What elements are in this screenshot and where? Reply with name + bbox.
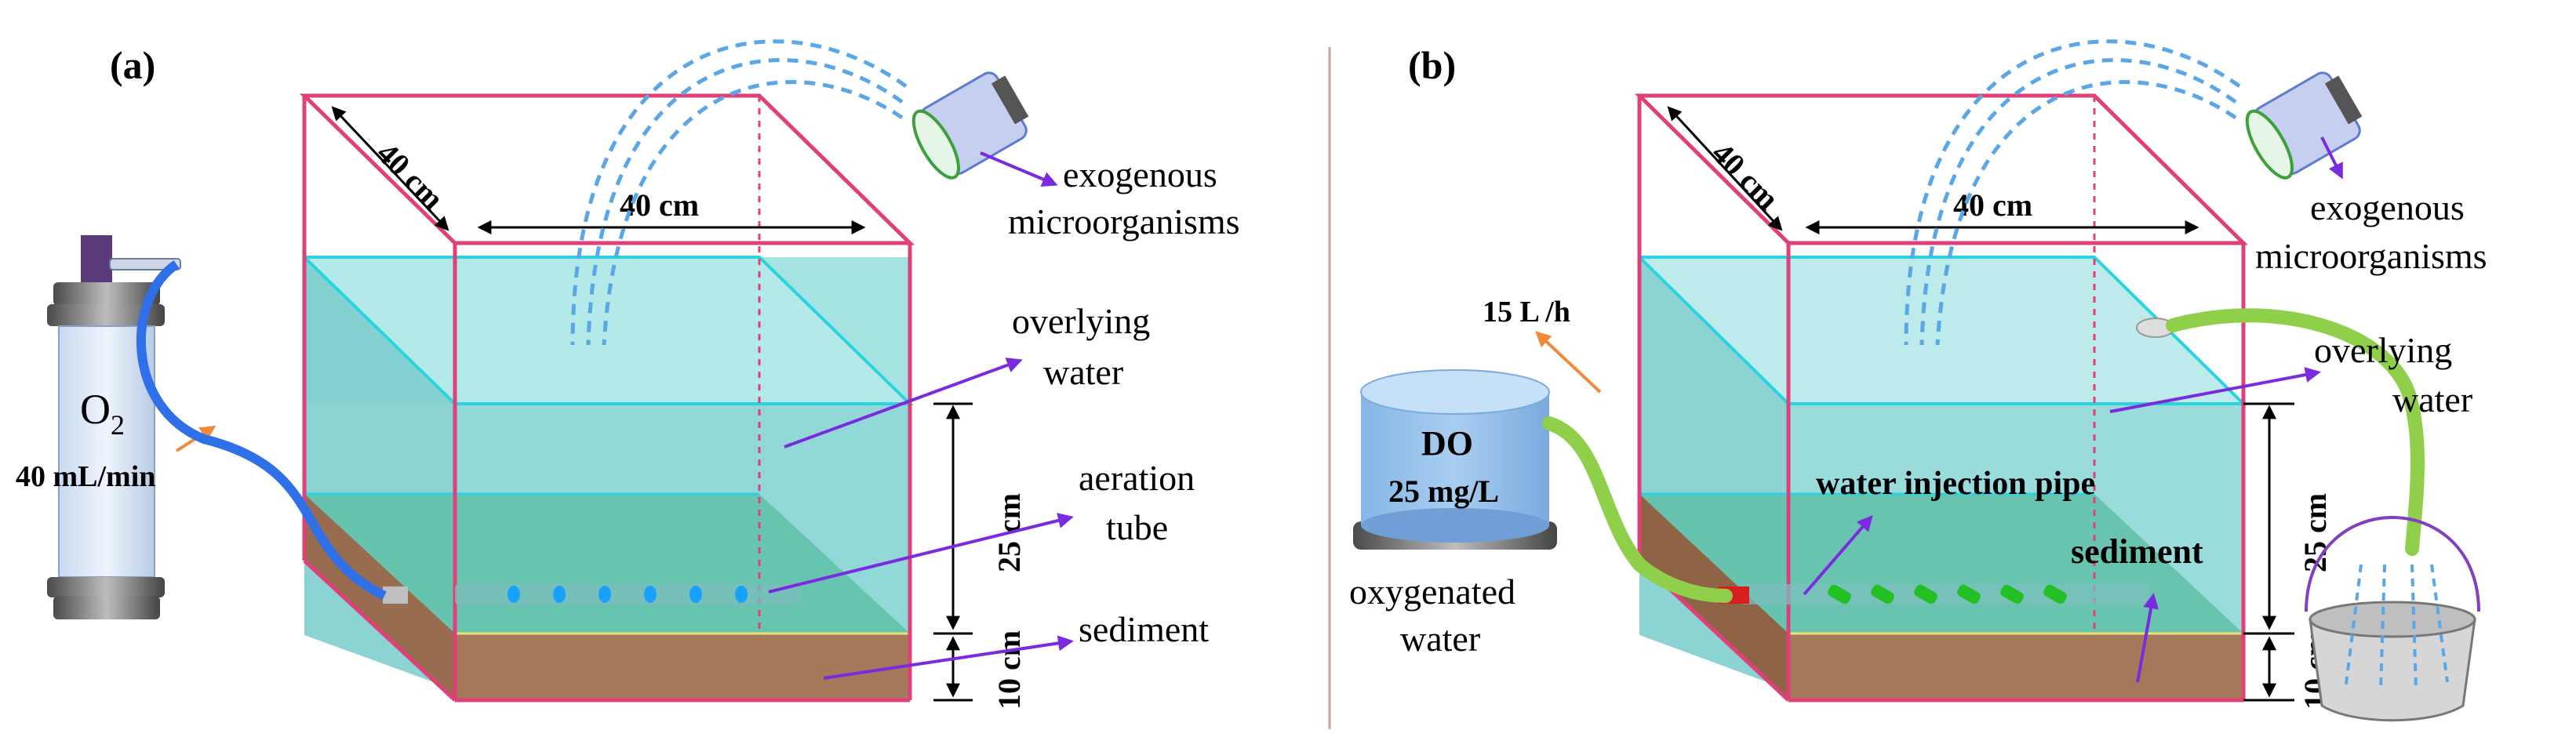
width-dimension-a: 40 cm [620, 187, 699, 223]
inlet-hose-b [1542, 416, 1733, 603]
aeration-label-a-2: tube [1106, 507, 1168, 547]
exogenous-label-b-1: exogenous [2310, 187, 2465, 227]
panel-b: (b) [1349, 39, 2487, 722]
sediment-label-b: sediment [2071, 532, 2203, 571]
gas-label: O2 [80, 386, 125, 441]
overlying-label-a-1: overlying [1012, 301, 1150, 341]
flow-rate-a: 40 mL/min [16, 460, 155, 493]
sediment-height-dimension-a: 10 cm [991, 630, 1027, 710]
aeration-label-a-1: aeration [1079, 458, 1195, 498]
labels-a: exogenous microorganisms overlying water… [1008, 154, 1240, 649]
flow-rate-b: 15 L /h [1483, 296, 1570, 329]
do-concentration: 25 mg/L [1388, 474, 1499, 509]
aeration-tube-a [383, 584, 800, 604]
width-dimension-b: 40 cm [1953, 187, 2032, 223]
water-height-dimension-b: 25 cm [2298, 493, 2333, 572]
panel-a: (a) [16, 39, 1240, 710]
inoculum-bottle-b [1904, 39, 2363, 346]
overlying-label-a-2: water [1043, 352, 1123, 392]
flow-arrow-b [1535, 331, 1602, 394]
dimension-arrows-b [1667, 106, 2294, 702]
outlet-bucket [2136, 308, 2480, 722]
inoculum-bottle-a [570, 39, 1029, 346]
panel-b-label: (b) [1408, 43, 1456, 87]
labels-b: exogenous microorganisms overlying water… [1816, 187, 2487, 571]
gas-hose [136, 260, 387, 601]
exogenous-label-a-2: microorganisms [1008, 201, 1240, 241]
sediment-label-a: sediment [1079, 609, 1209, 649]
exogenous-label-a-1: exogenous [1063, 154, 1217, 194]
overlying-label-b-2: water [2392, 379, 2472, 419]
oxygen-cylinder [47, 235, 181, 619]
oxygenated-label-1: oxygenated [1349, 572, 1515, 612]
dimension-arrows-a [331, 106, 973, 702]
oxygenated-label-2: water [1400, 619, 1480, 659]
overlying-label-b-1: overlying [2314, 330, 2452, 370]
oxygenated-water-tank [1353, 369, 1557, 550]
label-arrows-b [1803, 136, 2343, 683]
injection-pipe-label: water injection pipe [1816, 466, 2095, 502]
tank-a [299, 93, 915, 703]
injection-pipe-b [1718, 584, 2149, 604]
do-label: DO [1421, 424, 1473, 463]
exogenous-label-b-2: microorganisms [2255, 236, 2487, 276]
panel-a-label: (a) [110, 43, 155, 87]
tank-b [1634, 93, 2249, 703]
label-arrows-a [768, 151, 1074, 680]
depth-dimension-b: 40 cm [1705, 136, 1786, 216]
depth-dimension-a: 40 cm [370, 136, 451, 216]
